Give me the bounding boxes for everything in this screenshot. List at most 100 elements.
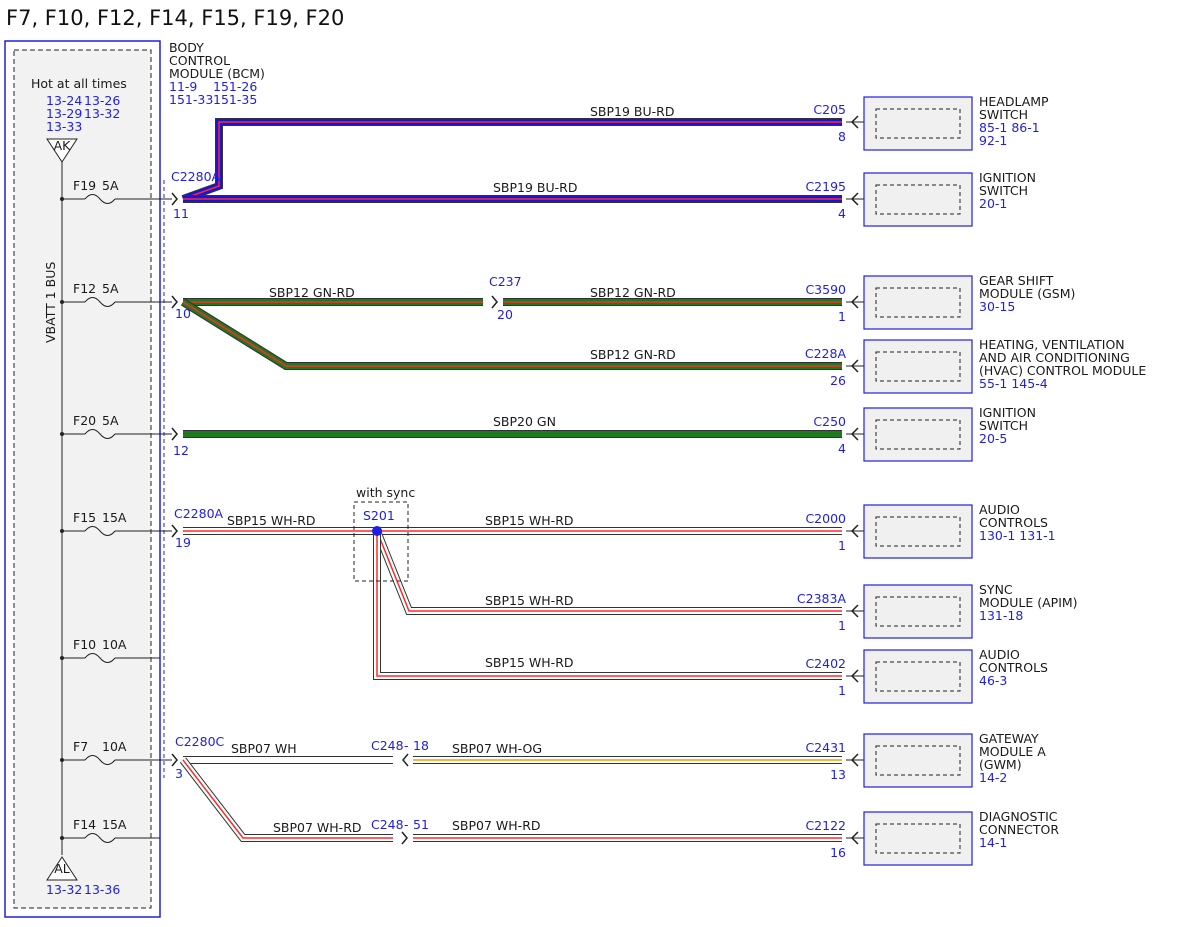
wire-bcm-to-c248-2	[179, 757, 393, 842]
page-title: F7, F10, F12, F14, F15, F19, F20	[6, 6, 344, 30]
bcm-connector: C2280C	[175, 734, 225, 749]
wire-label: SBP07 WH-OG	[452, 741, 542, 756]
component-box	[863, 275, 973, 330]
bcm-label: CONTROL	[169, 53, 230, 68]
component-label: GEAR SHIFT	[979, 273, 1054, 288]
component-connector-arrow	[850, 604, 859, 618]
wire-label: SBP07 WH	[231, 741, 297, 756]
component-box	[863, 172, 973, 227]
component-inner-box	[875, 287, 961, 318]
component-inner-box	[875, 596, 961, 627]
component-connector: C228A	[805, 346, 847, 361]
wire-label: SBP19 BU-RD	[493, 180, 577, 195]
component-connector-arrow	[850, 753, 859, 767]
component-pin: 4	[838, 206, 846, 221]
component-label: MODULE A	[979, 744, 1046, 759]
component-pin: 26	[830, 373, 846, 388]
inline-connectors: C237 20 C248 - 18 C248 - 51	[371, 274, 522, 832]
connector-arrow	[402, 753, 409, 767]
fuse-name: F15	[73, 510, 96, 525]
fuse-symbol	[84, 429, 116, 439]
component-box	[863, 584, 973, 639]
component-ref: 14-2	[979, 770, 1007, 785]
fuse-rating: 10A	[102, 739, 127, 754]
connector-arrow	[171, 192, 178, 206]
component-connector: C2000	[805, 511, 846, 526]
component-pin: 1	[838, 309, 846, 324]
component-pin: 4	[838, 441, 846, 456]
wire-label: SBP12 GN-RD	[590, 347, 676, 362]
inline-connector-separator: -	[404, 738, 409, 753]
fuse-name: F14	[73, 817, 96, 832]
component-connector-arrow	[850, 427, 859, 441]
component-pin: 1	[838, 683, 846, 698]
component-label: (HVAC) CONTROL MODULE	[979, 363, 1146, 378]
wire-body	[374, 529, 842, 614]
component-box	[863, 811, 973, 866]
component-ref: 30-15	[979, 299, 1015, 314]
component-label: (GWM)	[979, 757, 1022, 772]
bcm-ref: 151-26	[213, 79, 257, 94]
bcm-connector: C2280A	[174, 506, 224, 521]
wire-labels: SBP19 BU-RD SBP19 BU-RD SBP12 GN-RD SBP1…	[227, 104, 676, 835]
hot-label: Hot at all times	[31, 76, 127, 91]
wire-stripe	[376, 531, 842, 677]
fuse-rating: 10A	[102, 637, 127, 652]
bcm-pin: 10	[175, 306, 191, 321]
component-label: SWITCH	[979, 107, 1028, 122]
component-label: AND AIR CONDITIONING	[979, 350, 1130, 365]
wire-stripe	[182, 301, 842, 367]
wire-bcm-to-hvac	[180, 298, 842, 370]
wire-label: SBP15 WH-RD	[227, 513, 316, 528]
component-inner-box	[875, 108, 961, 139]
component-box	[863, 96, 973, 151]
wire-body	[374, 531, 842, 679]
component-label: SWITCH	[979, 418, 1028, 433]
bcm-label: MODULE (BCM)	[169, 66, 265, 81]
component-label: DIAGNOSTIC	[979, 809, 1058, 824]
component-ref: 14-1	[979, 835, 1007, 850]
fuse-symbol	[84, 297, 116, 307]
component-label: AUDIO	[979, 502, 1020, 517]
component-label: SWITCH	[979, 183, 1028, 198]
fuse-f10: F10 10A	[60, 637, 160, 663]
bcm-connector-arrow	[171, 192, 178, 206]
fuse-name: F10	[73, 637, 96, 652]
bcm-connector-arrow	[171, 753, 178, 767]
component-label: CONNECTOR	[979, 822, 1059, 837]
component-pin: 13	[830, 767, 846, 782]
component-box	[863, 339, 973, 394]
arrow-layer	[171, 192, 498, 845]
inline-connector-pin: 20	[497, 307, 513, 322]
component-inner-box	[875, 745, 961, 776]
component-label: HEATING, VENTILATION	[979, 337, 1125, 352]
component-ref: 55-1 145-4	[979, 376, 1048, 391]
wire-bcm-to-headlamp	[181, 118, 842, 203]
hot-ref: 13-32	[84, 106, 120, 121]
fuse-name: F20	[73, 413, 96, 428]
component-inner-box	[875, 823, 961, 854]
component-box	[863, 407, 973, 462]
connector-arrow	[171, 524, 178, 538]
bcm-label: BODY	[169, 40, 204, 55]
connector-arrow	[491, 295, 498, 309]
fuse-box-inner	[13, 49, 152, 909]
fuse-rating: 5A	[102, 178, 119, 193]
fuse-rating: 15A	[102, 817, 127, 832]
bcm-ref: 151-35	[213, 92, 257, 107]
component-connector: C2402	[805, 656, 846, 671]
fuse-rating: 5A	[102, 281, 119, 296]
component-pin: 8	[838, 129, 846, 144]
fuse-symbol	[84, 833, 116, 843]
component-pin: 16	[830, 845, 846, 860]
fuse-symbol	[84, 755, 116, 765]
inline-connector-pin: 18	[413, 738, 429, 753]
inline-connector-name: C248	[371, 738, 404, 753]
